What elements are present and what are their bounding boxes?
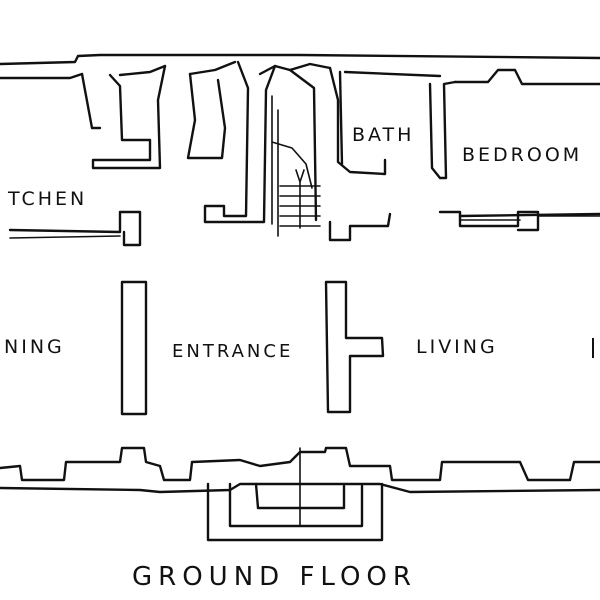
bath-bedroom-walls <box>338 70 600 232</box>
stair-core-walls <box>186 60 392 242</box>
room-label-bedroom: BEDROOM <box>462 144 583 166</box>
bottom-exterior-wall <box>0 446 600 494</box>
room-label-bath: BATH <box>352 124 415 146</box>
drawing-caption: GROUND FLOOR <box>132 562 417 592</box>
staircase <box>271 95 321 237</box>
top-exterior-wall <box>0 53 600 86</box>
cut-off-room-label-right <box>592 338 600 358</box>
room-label-entrance: ENTRANCE <box>172 341 294 362</box>
room-label-living: LIVING <box>416 336 498 358</box>
partition-walls <box>120 280 385 416</box>
kitchen-walls <box>8 64 167 247</box>
room-label-kitchen: TCHEN <box>8 188 88 210</box>
room-label-dining: NING <box>4 336 65 358</box>
entrance-steps <box>206 447 384 542</box>
